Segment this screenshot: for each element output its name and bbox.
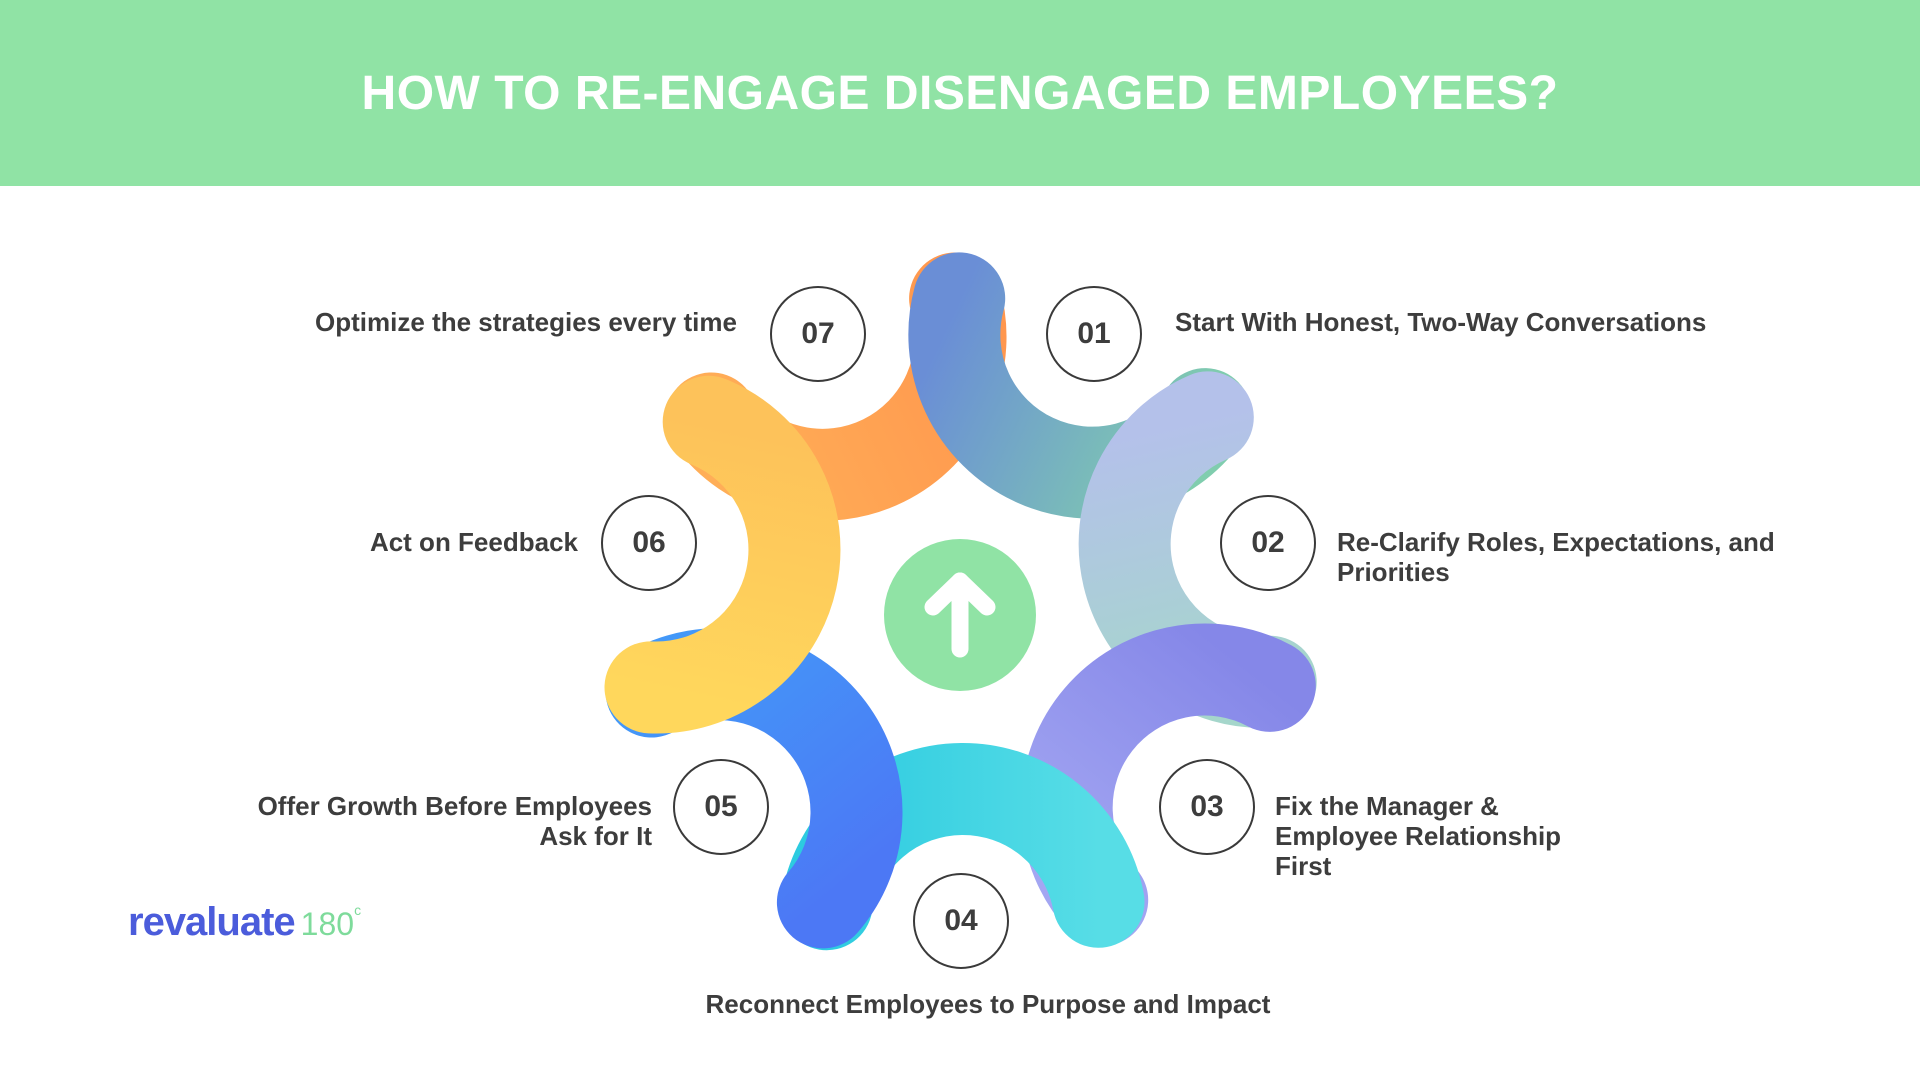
- step-label-02: Re-Clarify Roles, Expectations, and Prio…: [1337, 527, 1775, 587]
- step-label-03: Fix the Manager & Employee Relationship …: [1275, 791, 1561, 881]
- step-label-line: Fix the Manager &: [1275, 791, 1499, 821]
- step-label-line: Optimize the strategies every time: [315, 307, 737, 337]
- step-label-line: Reconnect Employees to Purpose and Impac…: [705, 989, 1271, 1019]
- step-label-04: Reconnect Employees to Purpose and Impac…: [638, 989, 1338, 1019]
- step-number-04: 04: [913, 873, 1009, 969]
- step-label-07: Optimize the strategies every time: [315, 307, 737, 337]
- step-label-05: Offer Growth Before Employees Ask for It: [258, 791, 652, 851]
- step-number-03: 03: [1159, 759, 1255, 855]
- step-label-line: Act on Feedback: [369, 527, 578, 557]
- step-label-line: Re-Clarify Roles, Expectations, and: [1337, 527, 1775, 557]
- step-label-06: Act on Feedback: [370, 527, 578, 557]
- step-number-02: 02: [1220, 495, 1316, 591]
- page-title: HOW TO RE-ENGAGE DISENGAGED EMPLOYEES?: [361, 66, 1559, 120]
- logo-wordmark: revaluate: [128, 900, 296, 944]
- header-banner: [0, 0, 1920, 186]
- brand-logo: revaluate 180 c: [128, 900, 361, 950]
- arrow-up-icon: [924, 572, 996, 658]
- step-label-line: Ask for It: [539, 821, 652, 851]
- logo-degree: c: [354, 902, 362, 918]
- step-number-01: 01: [1046, 286, 1142, 382]
- step-label-line: Employee Relationship: [1275, 821, 1562, 851]
- step-label-line: Offer Growth Before Employees: [257, 791, 652, 821]
- step-label-line: Priorities: [1337, 557, 1450, 587]
- step-number-05: 05: [673, 759, 769, 855]
- step-label-line: First: [1275, 851, 1332, 881]
- step-number-06: 06: [601, 495, 697, 591]
- logo-number: 180: [300, 906, 355, 942]
- arc-segment-06: [604, 375, 841, 734]
- step-label-01: Start With Honest, Two-Way Conversations: [1175, 307, 1706, 337]
- step-label-line: Start With Honest, Two-Way Conversations: [1175, 307, 1707, 337]
- center-badge: [884, 539, 1036, 691]
- step-number-07: 07: [770, 286, 866, 382]
